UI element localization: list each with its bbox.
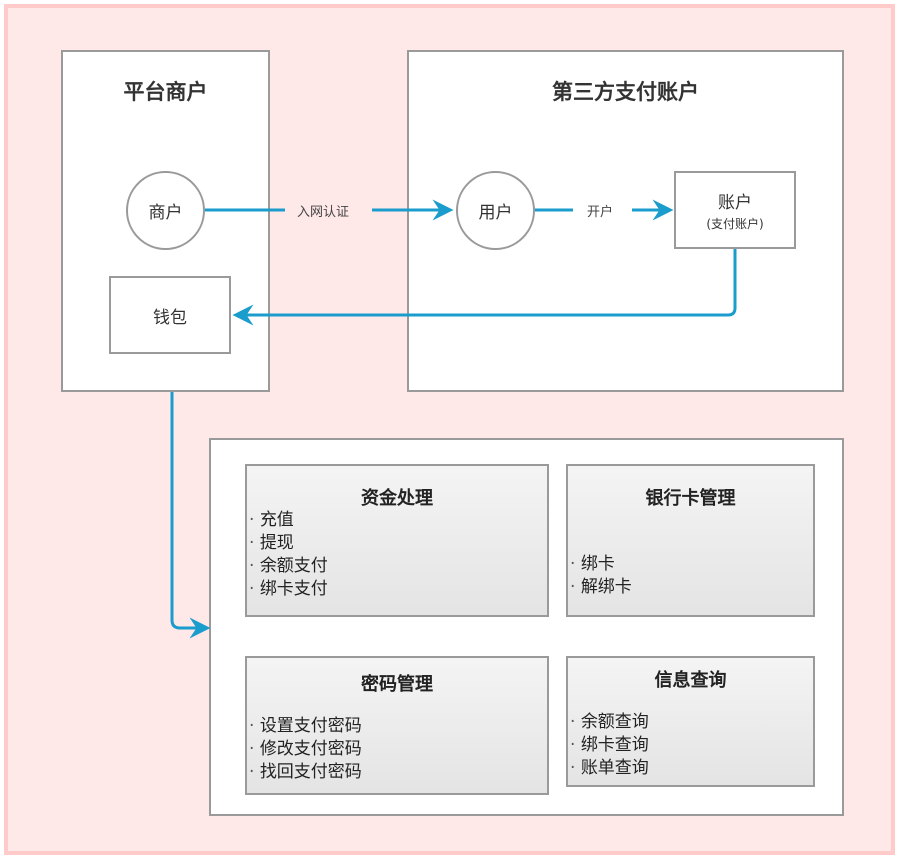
card-items: 充值 提现 余额支付 绑卡支付 bbox=[249, 509, 328, 601]
user-node: 用户 bbox=[456, 171, 535, 250]
account-node-label: 账户 bbox=[718, 193, 752, 213]
card-bank-card-management: 银行卡管理 绑卡 解绑卡 bbox=[566, 464, 815, 617]
card-title: 密码管理 bbox=[361, 674, 433, 695]
card-fund-processing: 资金处理 充值 提现 余额支付 绑卡支付 bbox=[245, 464, 549, 617]
card-item: 解绑卡 bbox=[570, 576, 632, 599]
card-password-management: 密码管理 设置支付密码 修改支付密码 找回支付密码 bbox=[245, 656, 549, 795]
edge-account-to-wallet bbox=[232, 248, 737, 326]
merchant-node-label: 商户 bbox=[148, 203, 183, 223]
card-title: 资金处理 bbox=[361, 488, 433, 509]
card-item: 提现 bbox=[249, 532, 328, 555]
card-item: 余额支付 bbox=[249, 555, 328, 578]
edge-platform-to-functions bbox=[170, 392, 211, 639]
card-item: 设置支付密码 bbox=[249, 715, 362, 738]
edge-label-open-account: 开户 bbox=[587, 205, 614, 220]
edge-label-network-auth: 入网认证 bbox=[297, 205, 350, 220]
card-item: 修改支付密码 bbox=[249, 738, 362, 761]
card-items: 设置支付密码 修改支付密码 找回支付密码 bbox=[249, 715, 362, 784]
card-information-query: 信息查询 余额查询 绑卡查询 账单查询 bbox=[566, 656, 815, 787]
user-node-label: 用户 bbox=[478, 203, 513, 223]
card-item: 绑卡支付 bbox=[249, 578, 328, 601]
card-items: 余额查询 绑卡查询 账单查询 bbox=[570, 711, 649, 780]
account-node: 账户 (支付账户) bbox=[674, 171, 796, 249]
card-item: 绑卡查询 bbox=[570, 734, 649, 757]
card-item: 账单查询 bbox=[570, 757, 649, 780]
merchant-node: 商户 bbox=[126, 171, 205, 250]
wallet-node: 钱包 bbox=[109, 276, 231, 354]
card-title: 银行卡管理 bbox=[645, 488, 736, 509]
card-item: 找回支付密码 bbox=[249, 761, 362, 784]
card-item: 绑卡 bbox=[570, 553, 632, 576]
third-party-account-title: 第三方支付账户 bbox=[552, 80, 699, 104]
account-node-sublabel: (支付账户) bbox=[706, 217, 764, 231]
card-item: 余额查询 bbox=[570, 711, 649, 734]
platform-merchant-title: 平台商户 bbox=[123, 80, 208, 104]
wallet-node-label: 钱包 bbox=[153, 307, 187, 328]
card-item: 充值 bbox=[249, 509, 328, 532]
card-title: 信息查询 bbox=[654, 670, 727, 691]
card-items: 绑卡 解绑卡 bbox=[570, 553, 632, 599]
